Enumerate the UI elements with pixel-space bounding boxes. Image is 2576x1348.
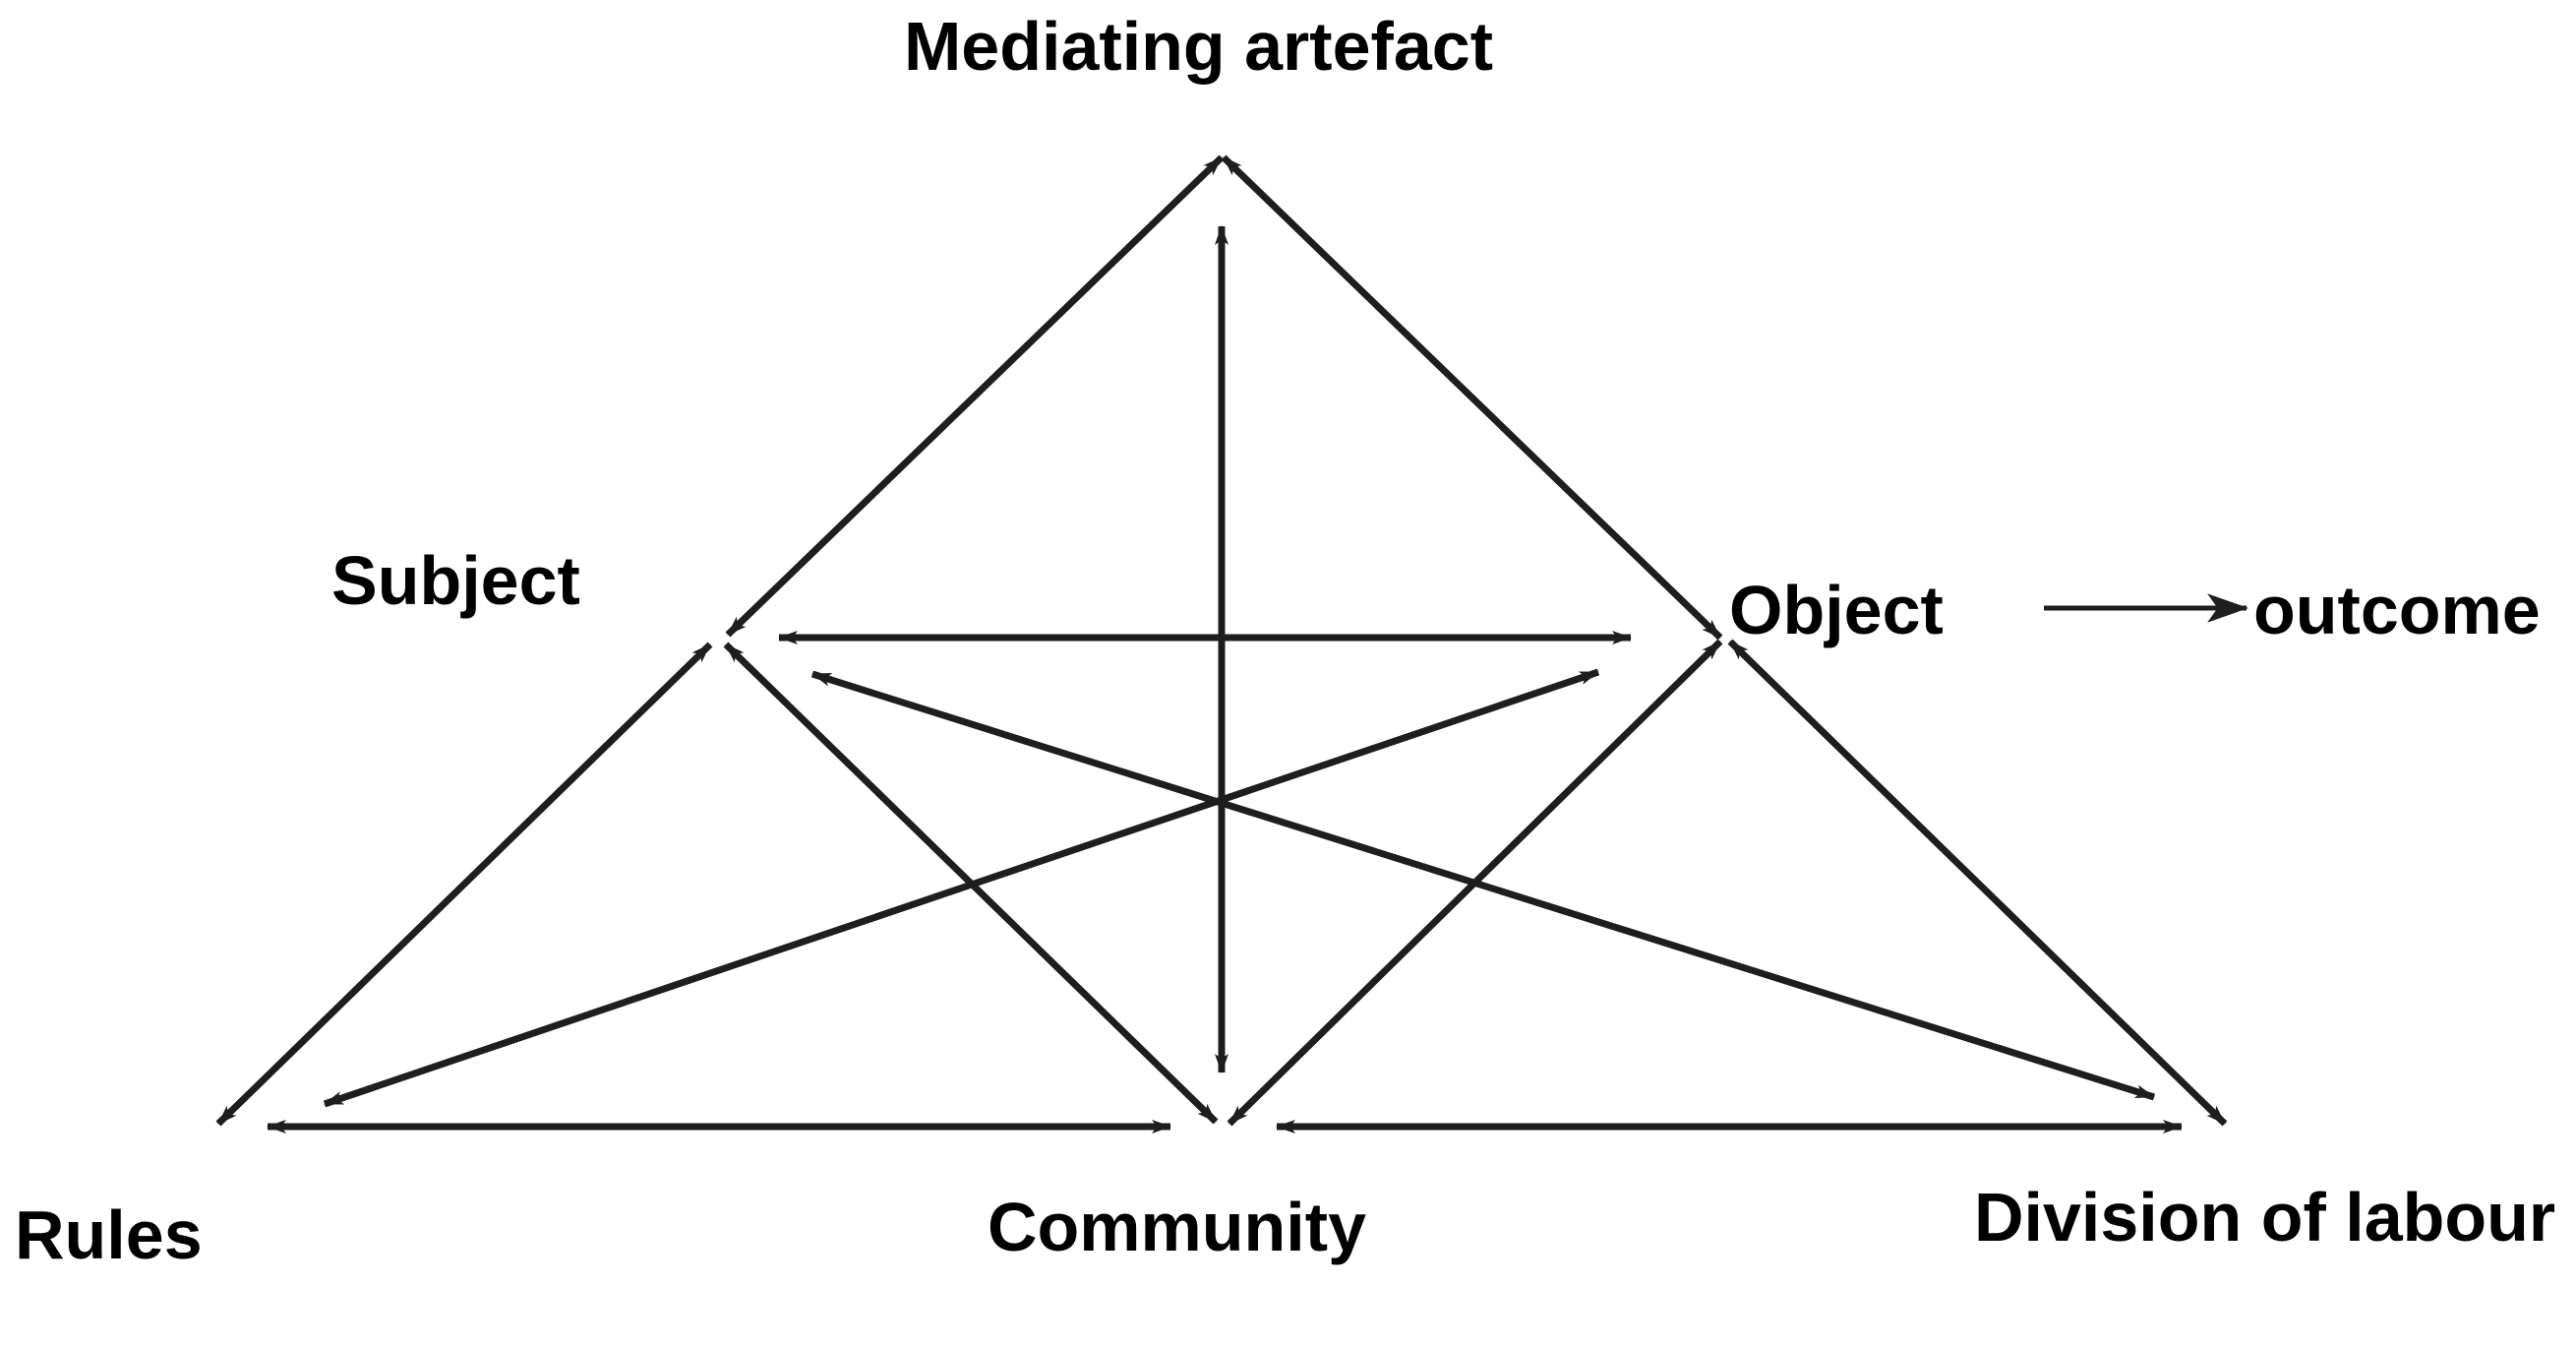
arrow-rules-object xyxy=(323,668,1600,1108)
label-subject: Subject xyxy=(331,542,580,619)
arrow-object-division-of-labour xyxy=(1727,639,2228,1127)
label-outcome: outcome xyxy=(2253,572,2541,648)
label-rules: Rules xyxy=(15,1196,203,1273)
label-mediating-artefact: Mediating artefact xyxy=(904,8,1493,85)
label-community: Community xyxy=(988,1189,1366,1265)
label-object: Object xyxy=(1729,572,1944,648)
arrow-mediating-artefact-object xyxy=(1221,154,1723,641)
arrow-subject-mediating-artefact xyxy=(725,154,1225,638)
arrow-object-community xyxy=(1227,639,1723,1127)
label-division-of-labour: Division of labour xyxy=(1974,1179,2556,1256)
arrow-subject-division-of-labour xyxy=(810,670,2156,1101)
arrow-subject-rules xyxy=(215,642,713,1127)
